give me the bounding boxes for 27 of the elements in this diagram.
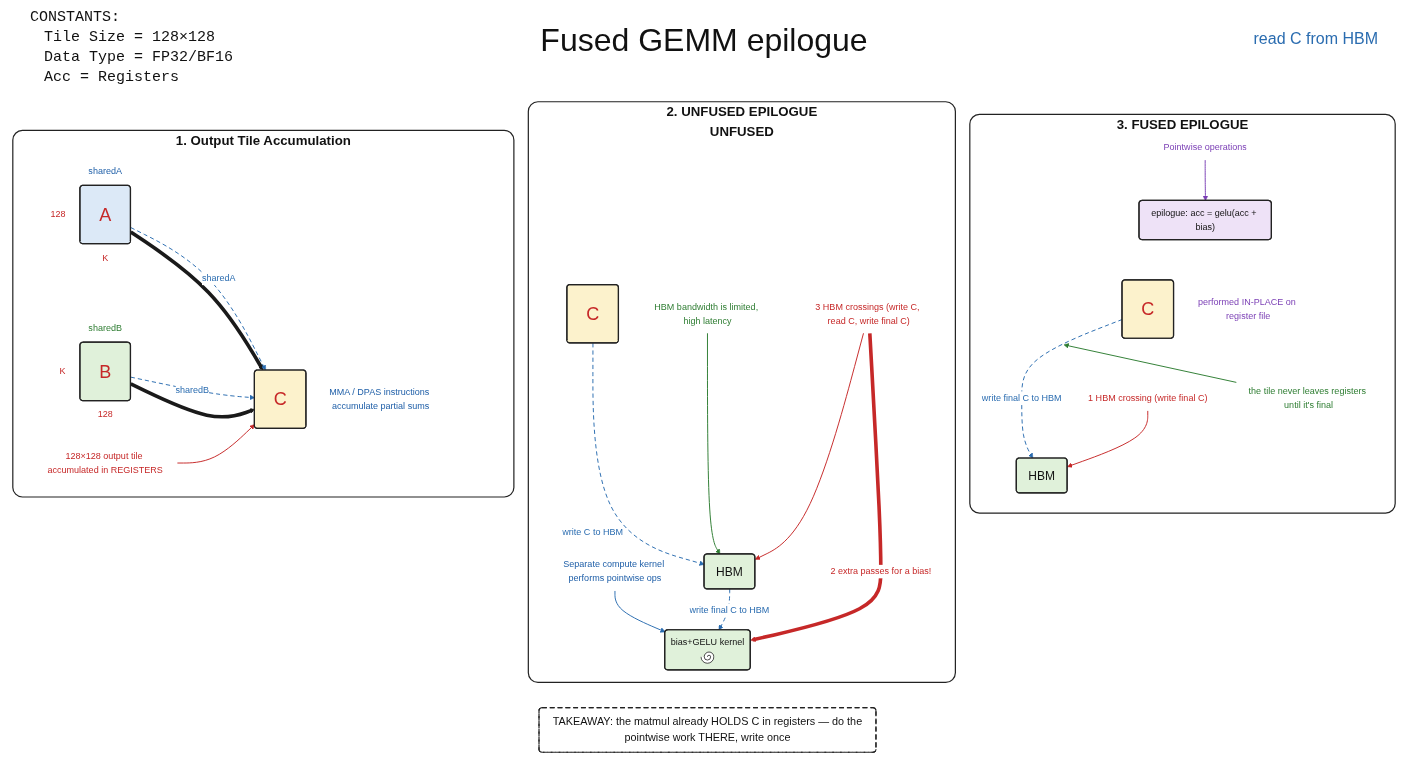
node-text: 128×128 output tile accumulated in REGISTERS [47, 450, 163, 475]
constant-line: Acc = Registers [44, 68, 180, 88]
edge-label: write final C to HBM [689, 604, 770, 616]
node-label: MMA / DPAS instructions accumulate partial sums [329, 386, 430, 411]
edge-label: sharedB [175, 384, 210, 395]
note-text: read C from HBM [1253, 30, 1378, 48]
node-label: K [102, 252, 109, 263]
node-label: 128 [50, 208, 66, 220]
node-label: K [59, 365, 66, 377]
constant-line: Tile Size = 128×128 [44, 28, 216, 48]
edge-label: 2 extra passes for a bias! [830, 565, 932, 577]
edge-label: write C to HBM [562, 526, 623, 538]
diagram-title: Fused GEMM epilogue [540, 22, 868, 59]
node-text: the tile never leaves registers until it's final [1248, 385, 1366, 410]
edge-label: write final C to HBM [981, 392, 1062, 403]
node-label: sharedB [88, 322, 122, 333]
constants-heading: CONSTANTS: [30, 8, 120, 28]
node-text: HBM bandwidth is limited, high latency [654, 301, 759, 326]
node-label: performed IN-PLACE on register file [1197, 296, 1296, 321]
constant-line: Data Type = FP32/BF16 [44, 48, 234, 68]
node-label: 128 [97, 409, 113, 420]
node-text: 1 HBM crossing (write final C) [1088, 392, 1208, 403]
node-text: 3 HBM crossings (write C, read C, write final C) [815, 301, 920, 326]
node-label: sharedA [88, 165, 122, 177]
node-text: Pointwise operations [1163, 141, 1247, 153]
node-text: Separate compute kernel performs pointwise ops [563, 559, 665, 583]
edge-label: sharedA [201, 272, 236, 283]
